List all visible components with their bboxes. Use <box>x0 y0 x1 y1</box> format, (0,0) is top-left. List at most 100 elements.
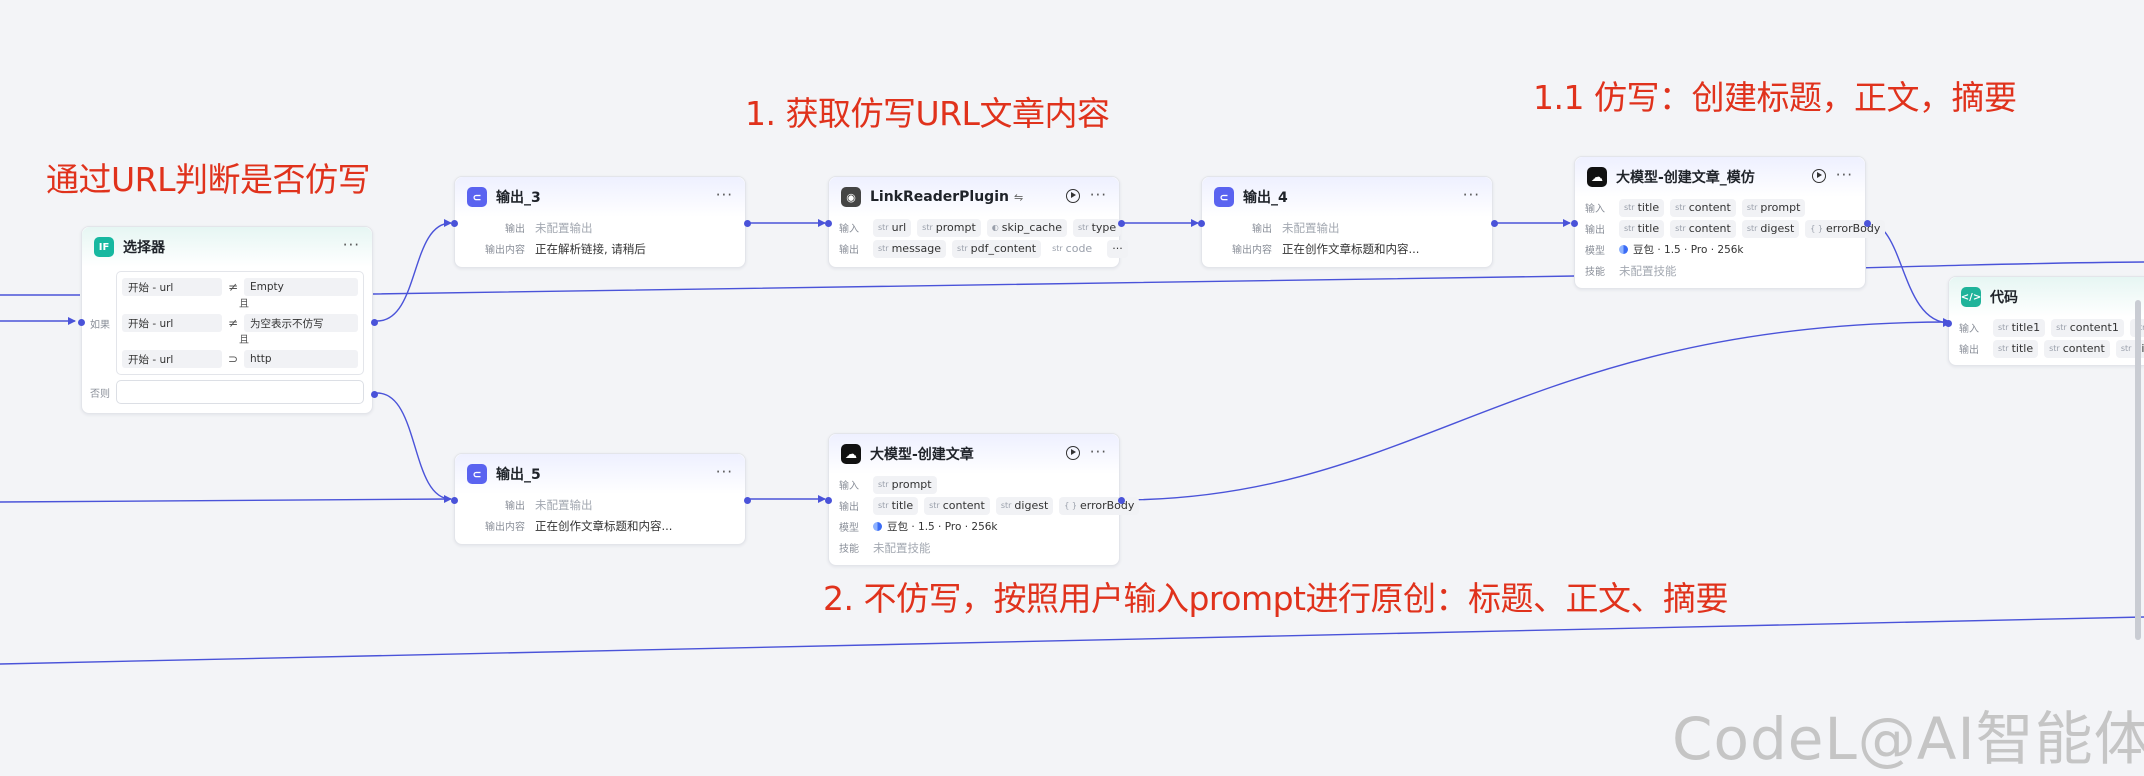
selector-node[interactable]: IF 选择器 ··· 如果 开始 - url ≠ Empty 且 开始 - ur… <box>78 226 378 414</box>
more-icon[interactable]: ··· <box>1462 186 1480 204</box>
output-5-node[interactable]: ⊂ 输出_5 ··· 输出未配置输出 输出内容正在创作文章标题和内容... <box>451 453 751 545</box>
skill-label: 技能 <box>839 544 859 555</box>
condition-row[interactable]: 开始 - url ⊃ http <box>122 348 358 370</box>
output-content-label: 输出内容 <box>1232 245 1272 256</box>
input-port[interactable] <box>451 497 458 504</box>
vertical-scrollbar[interactable] <box>2135 300 2141 640</box>
condition-row[interactable]: 开始 - url ≠ 为空表示不仿写 <box>122 312 358 334</box>
output-port[interactable] <box>744 497 751 504</box>
annotation-url-check: 通过URL判断是否仿写 <box>46 160 370 199</box>
run-icon[interactable] <box>1065 445 1080 460</box>
model-value: 豆包 · 1.5 · Pro · 256k <box>1633 244 1744 256</box>
edge-if-output3 <box>376 219 452 322</box>
llm-icon: ☁ <box>1587 167 1607 187</box>
output-label: 输出 <box>839 245 859 256</box>
toggle-icon: ◐ <box>991 223 999 232</box>
condition-left: 开始 - url <box>122 350 222 368</box>
node-title: LinkReaderPlugin <box>870 189 1009 205</box>
input-label: 输入 <box>839 224 859 235</box>
param-tag: ◐skip_cache <box>986 218 1067 237</box>
output-label: 输出 <box>1959 345 1979 356</box>
output-port[interactable] <box>1491 220 1498 227</box>
llm-icon: ☁ <box>841 444 861 464</box>
output-label: 输出 <box>839 502 859 513</box>
node-title: 输出_3 <box>496 190 541 206</box>
output-content: 正在解析链接, 请稍后 <box>535 241 646 256</box>
node-title: 大模型-创建文章_模仿 <box>1616 170 1755 186</box>
output-port[interactable] <box>1864 220 1871 227</box>
skill-label: 技能 <box>1585 267 1605 278</box>
output-3-node[interactable]: ⊂ 输出_3 ··· 输出未配置输出 输出内容正在解析链接, 请稍后 <box>451 176 751 268</box>
input-port[interactable] <box>1945 320 1952 327</box>
else-label: 否则 <box>90 388 110 400</box>
input-label: 输入 <box>1959 324 1979 335</box>
output-port[interactable] <box>744 220 751 227</box>
node-title: 输出_5 <box>496 467 541 483</box>
else-output-port[interactable] <box>371 391 378 398</box>
run-icon[interactable] <box>1065 188 1080 203</box>
input-label: 输入 <box>1585 204 1605 215</box>
node-title: 选择器 <box>123 240 165 256</box>
output-label: 输出 <box>1585 225 1605 236</box>
doubao-icon <box>1619 245 1628 254</box>
edge-long-bottom <box>0 616 2144 665</box>
sync-icon: ⇋ <box>1013 190 1024 204</box>
node-title: 输出_4 <box>1243 190 1288 206</box>
output-label: 输出 <box>505 501 525 512</box>
more-icon[interactable]: ··· <box>1835 166 1853 184</box>
if-output-port[interactable] <box>371 319 378 326</box>
input-port[interactable] <box>825 220 832 227</box>
output-port[interactable] <box>1118 220 1125 227</box>
more-icon[interactable]: ··· <box>715 463 733 481</box>
node-title: 代码 <box>1990 290 2018 306</box>
more-icon[interactable]: ··· <box>715 186 733 204</box>
output-value: 未配置输出 <box>535 220 593 235</box>
else-branch-box[interactable] <box>116 380 364 404</box>
annotation-step1-1: 1.1 仿写：创建标题，正文，摘要 <box>1533 78 2017 117</box>
output-content: 正在创作文章标题和内容... <box>1282 241 1420 256</box>
model-value: 豆包 · 1.5 · Pro · 256k <box>887 521 998 533</box>
annotation-step1: 1. 获取仿写URL文章内容 <box>745 94 1110 133</box>
condition-group[interactable]: 开始 - url ≠ Empty 且 开始 - url ≠ 为空表示不仿写 且 … <box>116 271 364 375</box>
output-icon: ⊂ <box>467 464 487 484</box>
more-icon[interactable]: ··· <box>342 236 360 254</box>
input-port[interactable] <box>451 220 458 227</box>
model-label: 模型 <box>839 523 859 534</box>
output-icon: ⊂ <box>1214 187 1234 207</box>
input-port[interactable] <box>825 497 832 504</box>
output-icon: ⊂ <box>467 187 487 207</box>
condition-right: Empty <box>244 278 358 296</box>
more-icon[interactable]: ··· <box>1089 443 1107 461</box>
output-port[interactable] <box>1118 497 1125 504</box>
input-port[interactable] <box>1198 220 1205 227</box>
output-4-node[interactable]: ⊂ 输出_4 ··· 输出未配置输出 输出内容正在创作文章标题和内容... <box>1198 176 1498 268</box>
condition-left: 开始 - url <box>122 278 222 296</box>
input-port[interactable] <box>1571 220 1578 227</box>
run-icon[interactable] <box>1811 168 1826 183</box>
input-port[interactable] <box>78 319 85 326</box>
code-icon: </> <box>1961 287 1981 307</box>
doubao-icon <box>873 522 882 531</box>
condition-right: 为空表示不仿写 <box>244 314 358 332</box>
condition-row[interactable]: 开始 - url ≠ Empty <box>122 276 358 298</box>
more-icon[interactable]: ··· <box>1089 186 1107 204</box>
